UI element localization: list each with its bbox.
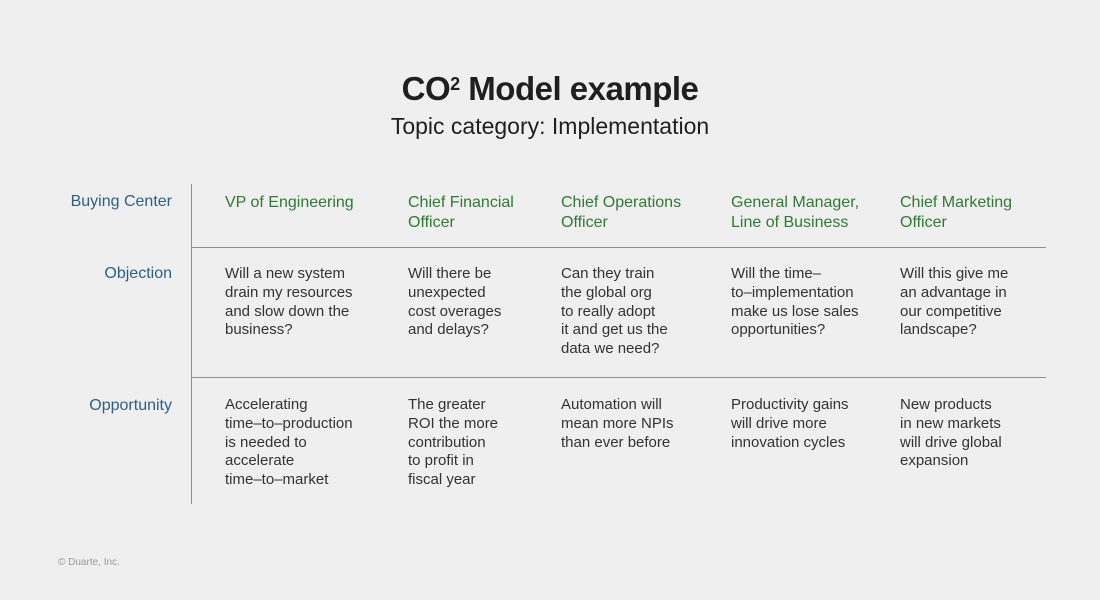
objection-cell-line: make us lose sales: [731, 302, 859, 320]
column-header-line: General Manager,: [731, 194, 860, 211]
objection-cell-line: and delays?: [408, 321, 489, 339]
horizontal-divider-1: [191, 247, 1046, 248]
objection-cell-line: Will this give me: [900, 265, 1009, 282]
vertical-divider: [191, 184, 192, 504]
objection-cell-line: business?: [225, 321, 293, 339]
objection-cell-line: Can they train: [561, 265, 655, 282]
opportunity-cell-line: will drive more: [731, 414, 827, 432]
row-label-buying-center: Buying Center: [70, 193, 172, 210]
column-header: General Manager, Line of Business: [731, 193, 859, 233]
copyright-notice: © Duarte, Inc.: [58, 557, 120, 568]
objection-cell-line: our competitive: [900, 302, 1002, 320]
column-header: VP of Engineering: [225, 193, 354, 213]
horizontal-divider-2: [191, 377, 1046, 378]
objection-cell-line: landscape?: [900, 321, 977, 339]
objection-cell-line: to really adopt: [561, 302, 656, 320]
page-subtitle: Topic category: Implementation: [390, 113, 710, 139]
objection-cell-line: the global org: [561, 283, 652, 301]
opportunity-cell-line: is needed to: [225, 433, 307, 451]
opportunity-cell-line: expansion: [900, 452, 969, 470]
objection-cell-line: it and get us the: [561, 321, 668, 339]
objection-cell-line: to–implementation: [731, 283, 854, 301]
column-header-line: Chief Financial: [408, 194, 514, 211]
row-label-opportunity: Opportunity: [89, 397, 172, 414]
opportunity-cell-line: Productivity gains: [731, 396, 849, 413]
row-label-objection: Objection: [104, 265, 172, 282]
objection-cell-line: Will the time–: [731, 265, 822, 282]
opportunity-cell-line: time–to–production: [225, 414, 353, 432]
objection-cell-line: opportunities?: [731, 321, 826, 339]
column-header-line: Officer: [561, 214, 608, 231]
opportunity-cell-line: mean more NPIs: [561, 414, 674, 432]
opportunity-cell-line: innovation cycles: [731, 433, 846, 451]
column-header-line: VP of Engineering: [225, 194, 354, 211]
opportunity-cell-line: The greater: [408, 396, 486, 413]
opportunity-cell-line: time–to–market: [225, 471, 329, 489]
objection-cell-line: cost overages: [408, 302, 502, 320]
opportunity-cell-line: Automation will: [561, 396, 662, 413]
opportunity-cell-line: New products: [900, 396, 992, 413]
column-header-line: Line of Business: [731, 214, 849, 231]
objection-cell-line: Will a new system: [225, 265, 346, 282]
opportunity-cell-line: contribution: [408, 433, 486, 451]
objection-cell-line: Will there be: [408, 265, 492, 282]
opportunity-cell-line: ROI the more: [408, 414, 499, 432]
objection-cell-line: and slow down the: [225, 302, 350, 320]
objection-cell-line: an advantage in: [900, 283, 1007, 301]
opportunity-cell-line: to profit in: [408, 452, 474, 470]
page-title: CO2 Model example: [401, 70, 699, 107]
column-header-line: Chief Marketing: [900, 194, 1013, 211]
objection-cell-line: data we need?: [561, 340, 660, 358]
opportunity-cell-line: fiscal year: [408, 471, 476, 489]
opportunity-cell-line: accelerate: [225, 452, 295, 470]
objection-cell-line: drain my resources: [225, 283, 353, 301]
column-header-line: Chief Operations: [561, 194, 682, 211]
opportunity-cell-line: in new markets: [900, 414, 1001, 432]
opportunity-cell-line: will drive global: [900, 433, 1002, 451]
column-header-line: Officer: [900, 214, 947, 231]
opportunity-cell-line: than ever before: [561, 433, 671, 451]
opportunity-cell-line: Accelerating: [225, 396, 308, 413]
objection-cell-line: unexpected: [408, 283, 486, 301]
column-header-line: Officer: [408, 214, 455, 231]
